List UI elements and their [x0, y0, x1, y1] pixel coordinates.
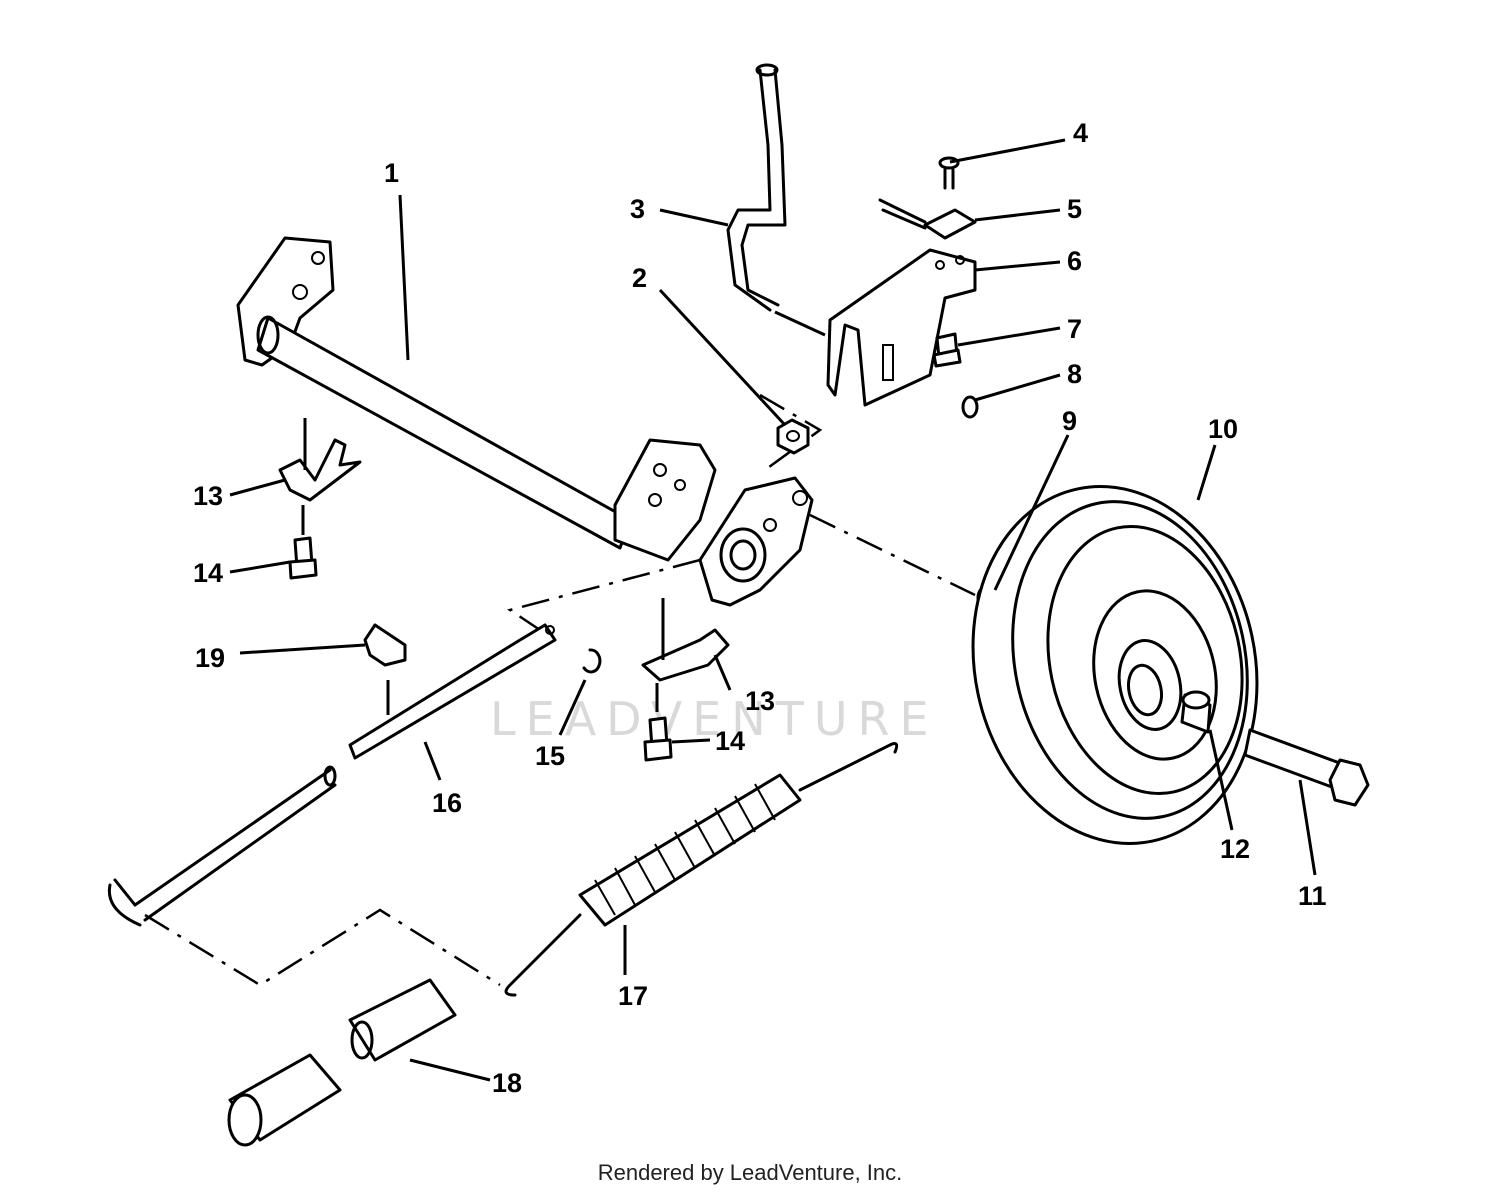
leader-lines	[229, 138, 1317, 1082]
handle-grips	[227, 978, 457, 1147]
extension-spring	[504, 742, 899, 997]
retaining-ring	[582, 648, 602, 674]
callout-12: 12	[1220, 834, 1250, 864]
lever-rod	[726, 63, 826, 337]
latch-assembly	[878, 156, 977, 240]
callout-18: 18	[492, 1068, 522, 1098]
callout-8: 8	[1067, 359, 1082, 389]
shoulder-bolt	[1243, 728, 1370, 807]
callout-3: 3	[630, 194, 645, 224]
assembly-centerlines	[144, 393, 976, 987]
spacer	[1180, 690, 1212, 734]
mounting-clip-left	[278, 418, 362, 502]
callout-1: 1	[384, 158, 399, 188]
control-rod	[107, 623, 557, 927]
callout-16: 16	[432, 788, 462, 818]
nut	[776, 418, 810, 455]
callout-11: 11	[1298, 881, 1327, 911]
callout-2: 2	[632, 263, 647, 293]
callout-10: 10	[1208, 414, 1238, 444]
footer-credit: Rendered by LeadVenture, Inc.	[597, 1160, 903, 1185]
wheel	[971, 485, 1259, 845]
callout-14-left: 14	[193, 558, 223, 588]
bolt-and-washer	[932, 332, 979, 419]
bracket-clip	[363, 623, 407, 667]
callout-15: 15	[535, 741, 565, 771]
callout-19: 19	[195, 643, 225, 673]
callout-numbers: 1 2 3 4 5 6 7 8 9 10 11 12 13 13 14 14 1…	[193, 118, 1327, 1098]
callout-13-right: 13	[745, 686, 775, 716]
bolt-right	[643, 683, 673, 762]
callout-9: 9	[1062, 406, 1077, 436]
callout-13-left: 13	[193, 481, 223, 511]
bolt-left	[288, 505, 318, 580]
callout-7: 7	[1067, 314, 1082, 344]
watermark: LEADVENTURE	[490, 692, 939, 746]
callout-6: 6	[1067, 246, 1082, 276]
mounting-clip-right	[641, 598, 730, 682]
callout-14-right: 14	[715, 726, 745, 756]
callout-5: 5	[1067, 194, 1082, 224]
axle-assembly	[236, 236, 814, 607]
mounting-bracket	[826, 248, 977, 407]
callout-17: 17	[618, 981, 648, 1011]
callout-4: 4	[1073, 118, 1088, 148]
